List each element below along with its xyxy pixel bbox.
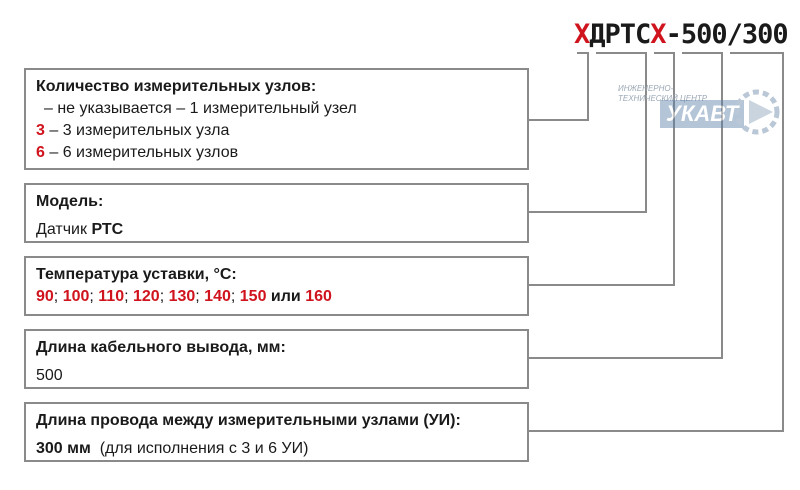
nodes-option-3: 3 – 3 измерительных узла — [36, 122, 230, 139]
code-temp-segment: Х — [650, 19, 666, 50]
nodes-option-6: 6 – 6 измерительных узлов — [36, 144, 239, 161]
temp-option: 100 — [62, 288, 90, 305]
box-wire: Длина провода между измерительными узлам… — [24, 402, 529, 462]
temp-option: 120 — [132, 288, 160, 305]
logo-caption: ИНЖЕНЕРНО-ТЕХНИЧЕСКИЙ ЦЕНТР — [618, 84, 708, 103]
box-wire-title: Длина провода между измерительными узлам… — [36, 412, 461, 429]
connector-cable — [529, 52, 723, 359]
code-nodes-segment: Х — [574, 19, 590, 50]
box-nodes: Количество измерительных узлов: – не ука… — [24, 68, 529, 170]
temp-option: 130 — [168, 288, 196, 305]
logo-gear-icon — [735, 89, 780, 135]
temp-option: 90 — [36, 288, 54, 305]
box-nodes-title: Количество измерительных узлов: — [36, 78, 317, 95]
nodes-option-1: – не указывается – 1 измерительный узел — [44, 100, 357, 117]
wire-value: 300 мм (для исполнения с 3 и 6 УИ) — [36, 440, 309, 457]
connector-temp — [529, 52, 675, 286]
cable-value: 500 — [36, 367, 63, 384]
temp-values: 90; 100; 110; 120; 130; 140; 150 или 160 — [36, 288, 332, 305]
box-temp: Температура уставки, °С: 90; 100; 110; 1… — [24, 256, 529, 316]
temp-option: 160 — [305, 288, 332, 305]
code-model-segment: ДРТС — [589, 19, 651, 50]
temp-option: 140 — [204, 288, 231, 305]
box-model-title: Модель: — [36, 193, 104, 210]
product-code: ХДРТСХ-500/300 — [574, 18, 789, 52]
connector-wire — [529, 52, 784, 432]
model-value: Датчик РТС — [36, 221, 124, 238]
code-length-segment: -500/300 — [665, 19, 789, 50]
logo: УКАВТ — [660, 100, 745, 128]
box-cable: Длина кабельного вывода, мм: 500 — [24, 329, 529, 389]
box-cable-title: Длина кабельного вывода, мм: — [36, 339, 286, 356]
connector-model — [529, 52, 647, 213]
box-model: Модель: Датчик РТС — [24, 183, 529, 243]
connector-nodes — [529, 52, 589, 121]
temp-option: 150 — [239, 288, 267, 305]
box-temp-title: Температура уставки, °С: — [36, 266, 237, 283]
temp-option: 110 — [98, 288, 125, 305]
